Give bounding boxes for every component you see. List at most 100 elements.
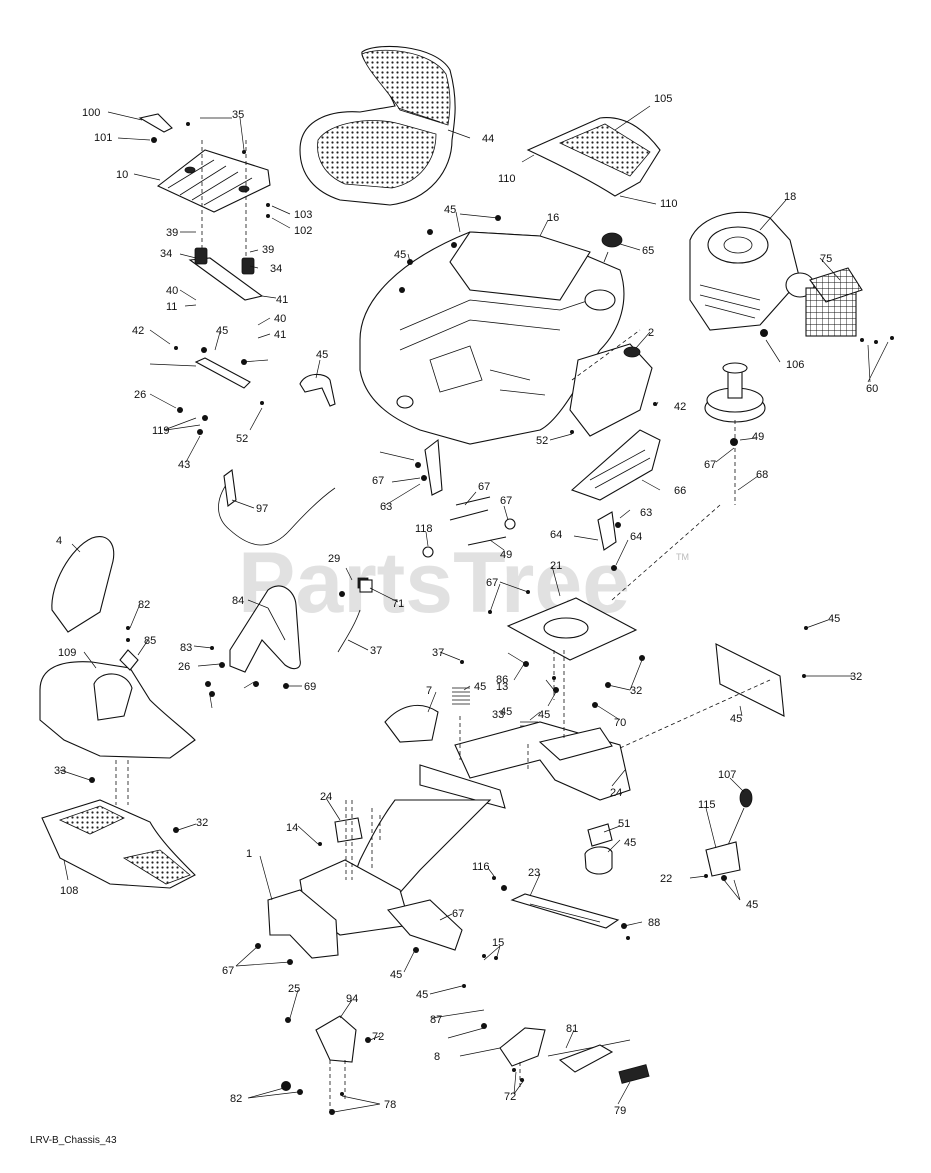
callout-118: 118 <box>415 523 433 535</box>
shift-lever-part <box>705 788 753 877</box>
callout-51: 51 <box>618 818 630 830</box>
callout-67: 67 <box>486 577 498 589</box>
callout-52: 52 <box>536 435 548 447</box>
callout-75: 75 <box>820 253 832 265</box>
callout-116: 116 <box>472 861 490 873</box>
callout-15: 15 <box>492 937 504 949</box>
callout-66: 66 <box>674 485 686 497</box>
callout-29: 29 <box>328 553 340 565</box>
callout-115: 115 <box>698 799 716 811</box>
callout-67: 67 <box>452 908 464 920</box>
callout-45: 45 <box>500 706 512 718</box>
pulley-part <box>704 362 766 505</box>
callout-40: 40 <box>166 285 178 297</box>
callout-39: 39 <box>166 227 178 239</box>
callout-37: 37 <box>432 647 444 659</box>
callout-33: 33 <box>492 709 504 721</box>
callout-24: 24 <box>320 791 332 803</box>
callout-45: 45 <box>394 249 406 261</box>
callout-45: 45 <box>216 325 228 337</box>
callout-7: 7 <box>426 685 432 697</box>
callout-102: 102 <box>294 225 312 237</box>
ignition-part <box>601 232 623 263</box>
callout-106: 106 <box>786 359 804 371</box>
callout-8: 8 <box>434 1051 440 1063</box>
bracket-107-part <box>267 889 339 959</box>
callout-85: 85 <box>144 635 156 647</box>
callout-87: 87 <box>430 1014 442 1026</box>
rear-cover-part <box>526 117 661 197</box>
callout-79: 79 <box>614 1105 626 1117</box>
watermark-trademark: TM <box>676 552 689 562</box>
callout-60: 60 <box>866 383 878 395</box>
callout-67: 67 <box>478 481 490 493</box>
callout-100: 100 <box>82 107 100 119</box>
callout-84: 84 <box>232 595 244 607</box>
callout-45: 45 <box>746 899 758 911</box>
callout-18: 18 <box>784 191 796 203</box>
brackets-part <box>194 357 336 407</box>
callout-1: 1 <box>246 848 252 860</box>
engine-part <box>689 211 863 337</box>
callout-26: 26 <box>134 389 146 401</box>
callout-78: 78 <box>384 1099 396 1111</box>
drawing-caption: LRV-B_Chassis_43 <box>30 1135 117 1146</box>
callout-4: 4 <box>56 535 62 547</box>
callout-10: 10 <box>116 169 128 181</box>
callout-44: 44 <box>482 133 494 145</box>
callout-108: 108 <box>60 885 78 897</box>
callout-83: 83 <box>180 642 192 654</box>
callout-42: 42 <box>674 401 686 413</box>
callout-68: 68 <box>756 469 768 481</box>
callout-11: 11 <box>166 301 177 313</box>
callout-45: 45 <box>538 709 550 721</box>
callout-45: 45 <box>624 837 636 849</box>
callout-63: 63 <box>640 507 652 519</box>
callout-119: 119 <box>152 425 170 437</box>
callout-45: 45 <box>828 613 840 625</box>
callout-67: 67 <box>704 459 716 471</box>
callout-34: 34 <box>160 248 172 260</box>
callout-33: 33 <box>54 765 66 777</box>
seat-part <box>299 45 456 206</box>
callout-86: 86 <box>496 674 508 686</box>
callout-45: 45 <box>416 989 428 1001</box>
springs-part <box>384 687 538 743</box>
bar-88-part <box>510 893 620 929</box>
callout-67: 67 <box>500 495 512 507</box>
callout-72: 72 <box>372 1031 384 1043</box>
callout-49: 49 <box>752 431 764 443</box>
plate-part <box>506 597 638 661</box>
front-panels-part <box>39 536 196 889</box>
callout-65: 65 <box>642 245 654 257</box>
callout-34: 34 <box>270 263 282 275</box>
callout-72: 72 <box>504 1091 516 1103</box>
callout-63: 63 <box>380 501 392 513</box>
hood-body-part <box>359 231 625 445</box>
callout-32: 32 <box>196 817 208 829</box>
callout-45: 45 <box>316 349 328 361</box>
callout-82: 82 <box>138 599 150 611</box>
cable-part <box>218 468 336 546</box>
callout-14: 14 <box>286 822 298 834</box>
callout-16: 16 <box>547 212 559 224</box>
callout-32: 32 <box>850 671 862 683</box>
callout-97: 97 <box>256 503 268 515</box>
pedal-assembly-part <box>499 1027 650 1084</box>
seat-pan-part <box>138 113 271 301</box>
callout-107: 107 <box>718 769 736 781</box>
callout-82: 82 <box>230 1093 242 1105</box>
small-hardware <box>119 438 617 843</box>
callout-41: 41 <box>274 329 286 341</box>
callout-40: 40 <box>274 313 286 325</box>
main-frame-part <box>299 721 631 951</box>
callout-52: 52 <box>236 433 248 445</box>
callout-45: 45 <box>730 713 742 725</box>
callout-2: 2 <box>648 327 654 339</box>
callout-64: 64 <box>550 529 562 541</box>
callout-24: 24 <box>610 787 622 799</box>
callout-81: 81 <box>566 1023 578 1035</box>
callout-35: 35 <box>232 109 244 121</box>
